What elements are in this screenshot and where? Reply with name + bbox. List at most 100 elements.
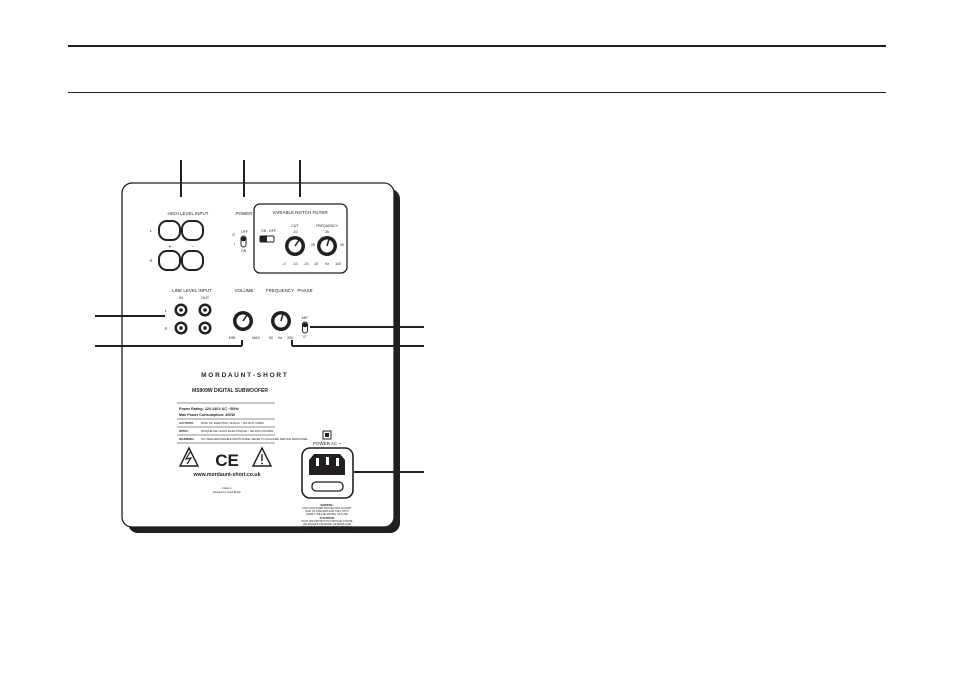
rca-out-r[interactable] (198, 321, 212, 335)
notch-depth-knob[interactable] (285, 236, 305, 256)
power-symbol-off: O (232, 233, 235, 237)
phase-bottom-label: 0° (303, 335, 307, 339)
volume-max-label: MAX (252, 336, 260, 340)
spec-open-text: RISQUE DE CHOC ELECTRIQUE - NE PAS OUVRI… (201, 429, 274, 433)
high-level-input-title: HIGH LEVEL INPUT (167, 211, 208, 216)
power-ac-note-8: QUE PAR UN FUSIBLE DU MEME TYPE ET DE (302, 526, 352, 529)
notch-depth-knob-pointer (294, 239, 300, 247)
spec-power-rating: Power Rating: 220-240V AC ~50Hz (179, 407, 239, 411)
spec-caution-text: RISK OF ELECTRIC SHOCK - DO NOT OPEN (201, 421, 264, 425)
speaker-terminal-l-plus (158, 220, 181, 241)
power-ac-note-1: WARNING: (321, 504, 334, 507)
rca-in-l[interactable] (174, 303, 188, 317)
caution-warning-icon (251, 446, 273, 467)
spec-block: Power Rating: 220-240V AC ~50Hz Max Powe… (177, 402, 308, 444)
power-ac-note-9: MEME CARACTERISTIQUES NOMINALES (304, 529, 350, 532)
iec-pin-right (336, 458, 339, 466)
speaker-terminal-r-plus (158, 250, 181, 271)
power-ac-note-6: POUR UNE PROTECTION CONTINUE CONTRE (302, 521, 353, 523)
notch-depth-top: -10 (292, 230, 297, 234)
notch-filter-box (253, 203, 348, 274)
spec-warning-label: WARNING: (179, 437, 195, 441)
notch-depth-title: CUT (291, 224, 299, 228)
high-level-row-l: L (150, 228, 153, 233)
power-ac-note-2: FOR CONTINUED PROTECTION AGAINST (302, 507, 352, 510)
power-on-label: ON (241, 249, 247, 253)
notch-depth-max: -20 (303, 262, 308, 266)
line-level-input-title: LINE LEVEL INPUT (172, 288, 212, 293)
notch-freq-min: 15 (314, 262, 318, 266)
frequency-unit-label: Hz (278, 336, 283, 340)
class-ii-symbol-icon (322, 430, 332, 440)
power-ac-title: POWER AC ~ (313, 441, 342, 446)
rca-in-r[interactable] (174, 321, 188, 335)
power-symbol-on: I (234, 242, 235, 246)
frequency-title: FREQUENCY (266, 288, 294, 293)
iec-pin-left (316, 458, 319, 466)
high-level-plus: + (169, 244, 172, 250)
notch-depth-min: -0 (282, 262, 285, 266)
volume-knob[interactable] (233, 311, 253, 331)
notch-frequency-knob[interactable] (317, 236, 337, 256)
volume-min-label: MIN (229, 336, 236, 340)
spec-caution-label: CAUTION: (179, 421, 194, 425)
high-level-minus: - (192, 244, 194, 250)
speaker-terminal-l-minus (181, 220, 204, 241)
line-level-row-l: L (165, 308, 168, 313)
notch-freq-unit: Hz (325, 262, 330, 266)
line-level-in-label: IN (179, 295, 183, 300)
frequency-knob-pointer (280, 313, 284, 322)
ce-mark-icon: CE (215, 451, 239, 470)
header-bottom-rule (68, 92, 886, 93)
small-print-2: Designed in Great Britain (213, 491, 242, 494)
notch-freq-top: 35 (325, 230, 329, 234)
rca-out-l[interactable] (198, 303, 212, 317)
power-title: POWER (235, 211, 253, 216)
power-off-label: OFF (241, 230, 248, 234)
power-ac-notes: WARNING: FOR CONTINUED PROTECTION AGAINS… (302, 504, 353, 532)
notch-frequency-knob-pointer (326, 238, 330, 247)
spec-power-consumption: Max Power Consumption: 400W (179, 413, 235, 417)
header-top-rule (68, 45, 886, 47)
spec-open-label: OPEN: (179, 429, 189, 433)
high-level-row-r: R (150, 258, 153, 263)
notch-freq-title: FREQUENCY (316, 224, 339, 228)
spec-warning-text: NO USER-SERVICEABLE PARTS INSIDE. REFER … (201, 437, 308, 441)
line-level-row-r: R (165, 326, 168, 331)
power-ac-note-3: RISK OF FIRE REPLACE ONLY WITH (305, 510, 348, 513)
phase-toggle-knob (302, 322, 308, 328)
notch-toggle-knob (260, 236, 267, 242)
speaker-terminals (158, 220, 204, 271)
frequency-min-label: 50 (269, 336, 273, 340)
power-ac-note-4: SAME TYPE AND RATING OF FUSE (306, 513, 348, 516)
speaker-terminal-r-minus (181, 250, 204, 271)
iec-pin-earth (326, 457, 329, 465)
notch-depth-mid: -10 (292, 262, 297, 266)
fuse-drawer[interactable] (311, 481, 344, 492)
frequency-max-label: 200 (287, 336, 293, 340)
phase-title: PHASE (297, 288, 312, 293)
rca-sockets (174, 303, 212, 335)
volume-knob-pointer (242, 314, 248, 322)
electric-shock-warning-icon (178, 446, 200, 467)
notch-on-label: ON (261, 229, 267, 233)
phase-toggle-switch[interactable] (302, 321, 308, 334)
power-toggle-knob (241, 236, 246, 242)
iec-power-inlet[interactable] (301, 447, 354, 499)
model-name: MS909W DIGITAL SUBWOOFER (192, 388, 268, 394)
notch-freq-right: 45 (340, 243, 344, 247)
line-level-out-label: OUT (201, 295, 210, 300)
callout-lines (95, 160, 424, 473)
notch-freq-left: 25 (311, 243, 315, 247)
notch-filter-title: VARIABLE NOTCH FILTER (272, 210, 328, 215)
notch-toggle-switch[interactable] (259, 235, 275, 243)
phase-top-label: 180° (301, 316, 309, 320)
power-toggle-switch[interactable] (240, 235, 247, 248)
volume-title: VOLUME (234, 288, 253, 293)
power-ac-note-5: ATTENTION: (320, 517, 335, 520)
notch-off-label: OFF (269, 229, 276, 233)
notch-freq-max: 100 (335, 262, 341, 266)
frequency-knob[interactable] (271, 311, 291, 331)
website-url: www.mordaunt-short.co.uk (193, 472, 261, 478)
